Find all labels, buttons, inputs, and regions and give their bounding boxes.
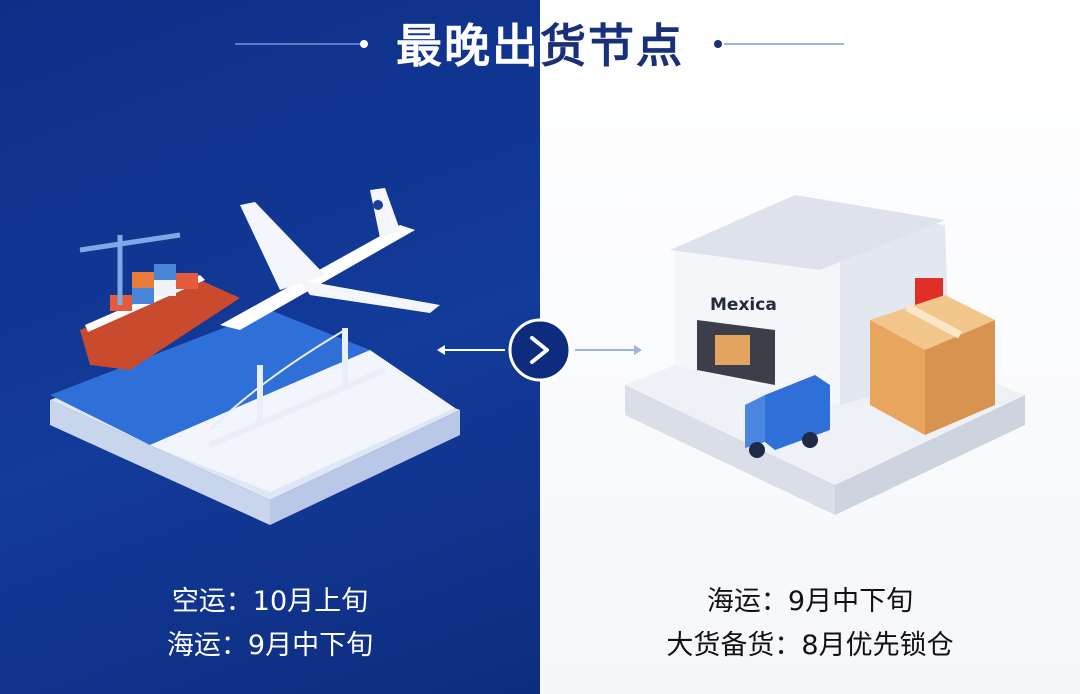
right-caption-line: 海运：9月中下旬 (706, 586, 914, 617)
left-caption-line: 海运：9月中下旬 (166, 630, 374, 661)
left-caption-line: 空运：10月上旬 (171, 586, 369, 617)
bridge-cable (209, 329, 346, 431)
right-caption: 海运：9月中下旬 大货备货：8月优先锁仓 (540, 580, 1080, 668)
box (715, 335, 750, 365)
cardboard-box (925, 320, 995, 435)
warehouse-roof (670, 195, 945, 270)
container (132, 272, 154, 288)
truck-wheel (749, 442, 765, 458)
title-dot-left (360, 40, 368, 48)
title-dot-right (714, 40, 722, 48)
truck-cargo (765, 375, 830, 450)
container (154, 280, 176, 296)
plane-wing (300, 280, 440, 313)
crane-arm (79, 232, 181, 253)
chevron-right-icon (530, 336, 549, 364)
connector-arrow (437, 318, 642, 382)
warehouse-illustration: Mexica (625, 195, 1025, 515)
platform-side-right (270, 410, 460, 525)
bridge-deck (208, 367, 387, 448)
container (176, 273, 198, 289)
container (154, 264, 176, 280)
left-caption: 空运：10月上旬 海运：9月中下旬 (0, 580, 540, 668)
platform-side-left (625, 385, 835, 515)
title-divider-right (724, 43, 844, 45)
platform-side-right (835, 395, 1025, 515)
warehouse-sign: Mexica (710, 295, 777, 315)
plane-logo (373, 200, 383, 210)
air-sea-port-illustration (50, 188, 460, 525)
title-divider-left (235, 43, 365, 45)
platform-side-left (50, 400, 270, 525)
water-area (50, 310, 370, 445)
page-title-left: 最晚出 (396, 19, 540, 73)
ship-hull (80, 280, 240, 370)
container (132, 288, 154, 304)
truck-wheel (802, 432, 818, 448)
plane-tail (370, 188, 400, 238)
plane-wing (240, 202, 325, 290)
cardboard-box (870, 320, 925, 435)
right-caption-line: 大货备货：8月优先锁仓 (666, 630, 954, 661)
dock-area (150, 350, 455, 492)
truck-cab (745, 395, 765, 448)
page-title-right: 货节点 (540, 19, 684, 73)
page-title: 最晚出货节点 (0, 10, 1080, 76)
